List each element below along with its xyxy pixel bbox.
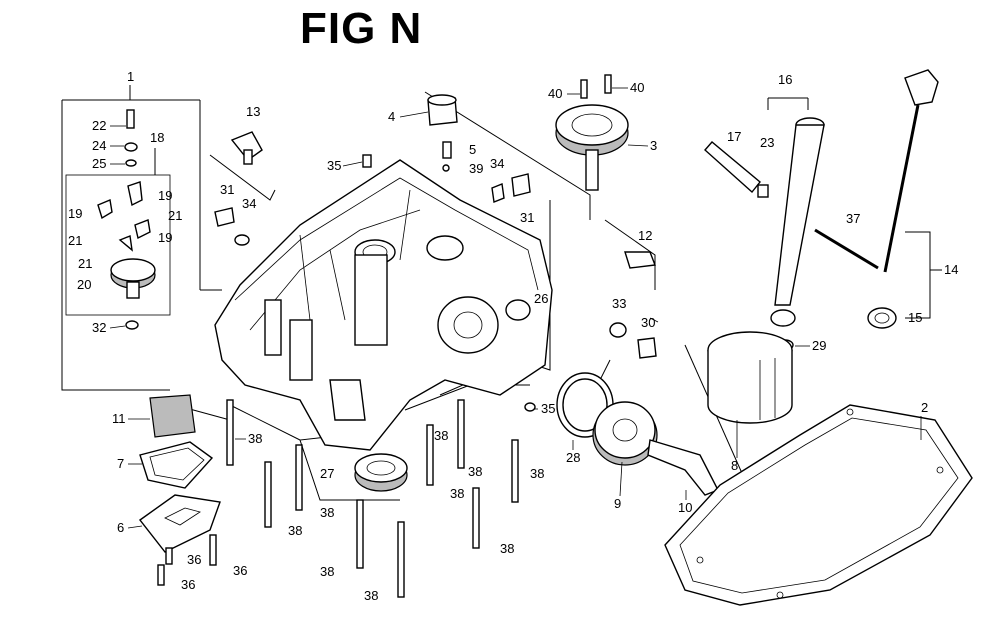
callout-10: 10	[678, 500, 692, 515]
figure-title: FIG N	[300, 4, 423, 53]
callout-32: 32	[92, 320, 106, 335]
callout-38: 38	[468, 464, 482, 479]
callout-38: 38	[320, 505, 334, 520]
callout-31: 31	[520, 210, 534, 225]
callout-29: 29	[812, 338, 826, 353]
callout-38: 38	[530, 466, 544, 481]
dipstick	[867, 69, 939, 329]
breather-parts	[138, 394, 221, 586]
callout-6: 6	[117, 520, 124, 535]
callout-1: 1	[127, 69, 134, 84]
callout-21: 21	[68, 233, 82, 248]
callout-30: 30	[641, 315, 655, 330]
callout-25: 25	[92, 156, 106, 171]
callout-19: 19	[68, 206, 82, 221]
callout-18: 18	[150, 130, 164, 145]
callout-19: 19	[158, 188, 172, 203]
callout-9: 9	[614, 496, 621, 511]
callout-40: 40	[548, 86, 562, 101]
callout-38: 38	[364, 588, 378, 603]
callout-4: 4	[388, 109, 395, 124]
filter-adapter	[524, 372, 719, 496]
callout-22: 22	[92, 118, 106, 133]
callout-39: 39	[469, 161, 483, 176]
callout-12: 12	[638, 228, 652, 243]
callout-38: 38	[434, 428, 448, 443]
callout-28: 28	[566, 450, 580, 465]
callout-26: 26	[534, 291, 548, 306]
callout-11: 11	[112, 411, 126, 426]
callout-38: 38	[320, 564, 334, 579]
callout-34: 34	[490, 156, 504, 171]
callout-13: 13	[246, 104, 260, 119]
callout-36: 36	[181, 577, 195, 592]
oil-pump-gear	[555, 74, 629, 191]
callout-38: 38	[248, 431, 262, 446]
callout-7: 7	[117, 456, 124, 471]
upper-small-parts	[214, 94, 531, 246]
callout-36: 36	[187, 552, 201, 567]
callout-23: 23	[760, 135, 774, 150]
callout-36: 36	[233, 563, 247, 578]
callout-19: 19	[158, 230, 172, 245]
label-leader-lines	[109, 87, 922, 529]
callout-24: 24	[92, 138, 106, 153]
callout-37: 37	[846, 211, 860, 226]
callout-2: 2	[921, 400, 928, 415]
callout-38: 38	[288, 523, 302, 538]
callout-16: 16	[778, 72, 792, 87]
governor-assembly	[97, 109, 156, 330]
callout-5: 5	[469, 142, 476, 157]
callout-21: 21	[168, 208, 182, 223]
callout-17: 17	[727, 129, 741, 144]
valve-and-plugs	[609, 251, 657, 359]
callout-8: 8	[731, 458, 738, 473]
callout-38: 38	[450, 486, 464, 501]
callout-31: 31	[220, 182, 234, 197]
callout-14: 14	[944, 262, 958, 277]
callout-21: 21	[78, 256, 92, 271]
callout-27: 27	[320, 466, 334, 481]
callout-15: 15	[908, 310, 922, 325]
oil-pan-gasket	[664, 404, 973, 606]
callout-34: 34	[242, 196, 256, 211]
dipstick-tube	[704, 117, 879, 351]
oil-filter	[707, 331, 793, 424]
callout-3: 3	[650, 138, 657, 153]
callout-40: 40	[630, 80, 644, 95]
callout-labels: 1 22 24 25 18 19 21 19 21 19 21 20 32 13…	[68, 69, 958, 603]
oil-seal	[354, 453, 408, 492]
crankcase-cover	[214, 159, 553, 451]
callout-33: 33	[612, 296, 626, 311]
callout-38: 38	[500, 541, 514, 556]
callout-20: 20	[77, 277, 91, 292]
flange-bolts	[226, 399, 519, 598]
callout-35: 35	[541, 401, 555, 416]
callout-35: 35	[327, 158, 341, 173]
